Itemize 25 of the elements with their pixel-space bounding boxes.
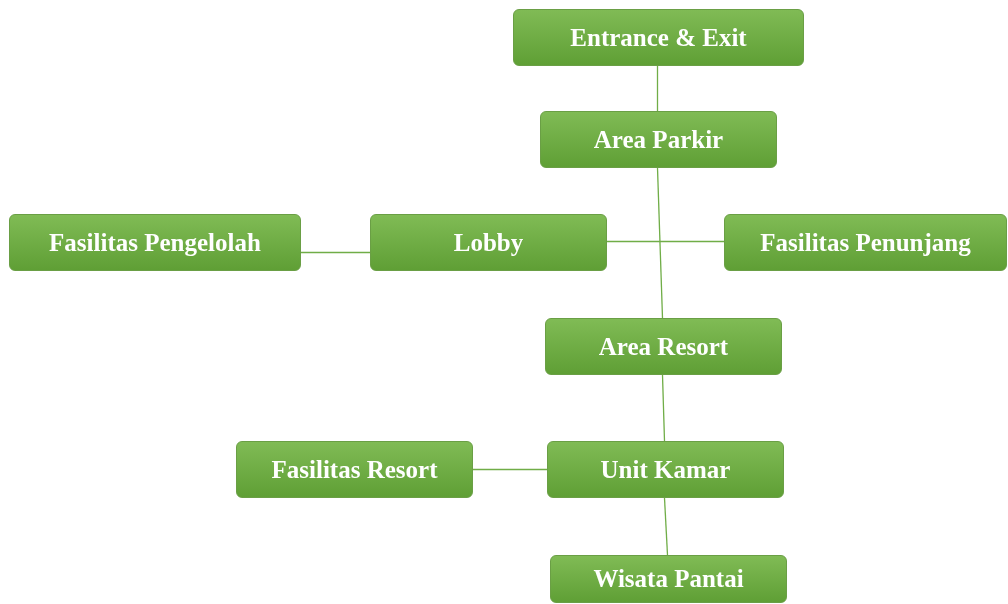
box-label: Area Parkir — [593, 125, 724, 154]
box-label: Unit Kamar — [600, 455, 731, 484]
process-box — [724, 214, 1007, 271]
box-label: Entrance & Exit — [570, 23, 747, 52]
process-box — [9, 214, 301, 271]
connector-line — [656, 167, 664, 319]
process-box — [370, 214, 607, 271]
process-box — [236, 441, 473, 498]
box-label: Wisata Pantai — [593, 565, 744, 593]
process-box — [513, 9, 804, 66]
connector-line — [656, 65, 659, 112]
box-label: Fasilitas Resort — [271, 455, 438, 484]
connector-line — [300, 251, 371, 254]
box-label: Lobby — [453, 228, 524, 257]
connector-line — [661, 374, 666, 442]
process-box — [540, 111, 777, 168]
process-box — [545, 318, 782, 375]
process-box — [550, 555, 787, 603]
connector-line — [606, 240, 725, 243]
connector-line — [663, 497, 669, 556]
connector-line — [472, 468, 548, 471]
process-box — [547, 441, 784, 498]
box-label: Fasilitas Penunjang — [760, 228, 971, 257]
box-label: Fasilitas Pengelolah — [49, 228, 261, 257]
box-label: Area Resort — [598, 332, 729, 361]
